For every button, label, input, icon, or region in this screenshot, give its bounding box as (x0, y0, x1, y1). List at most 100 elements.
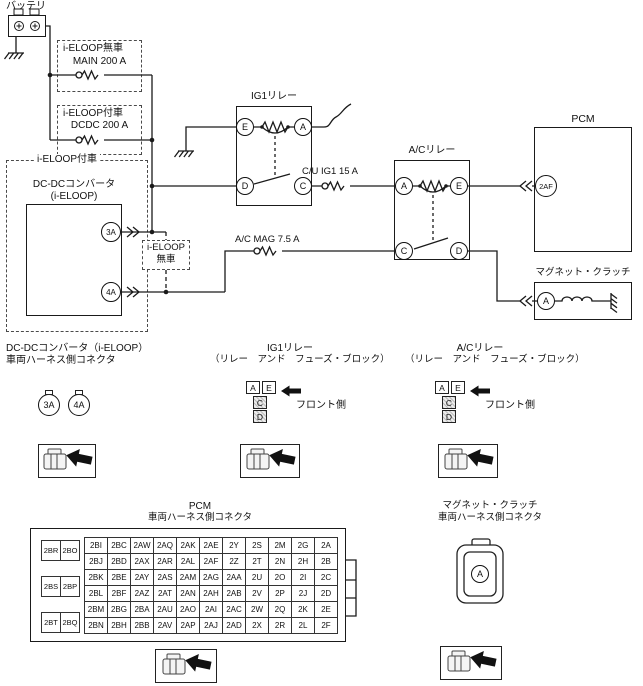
pcm-pin-2H: 2H (292, 554, 315, 570)
pcm-pin-2BO: 2BO (60, 540, 80, 561)
direction-arrow-icon (269, 448, 296, 467)
direction-arrow-icon (470, 650, 497, 669)
dcdc-pin-4a: 4A (68, 394, 90, 416)
connector-photo-icon (162, 653, 212, 675)
fuse-dcdc-name: DCDC 200 A (70, 120, 129, 131)
ig1-terminal-d: D (236, 177, 254, 195)
pcm-pin-2BP: 2BP (60, 576, 80, 597)
pcm-pin-2AE: 2AE (200, 538, 223, 554)
pcm-pin-2BC: 2BC (108, 538, 131, 554)
converter-name-line1: DC-DCコンバータ (32, 179, 116, 190)
ground-icon (3, 47, 25, 60)
pcm-pin-2K: 2K (292, 602, 315, 618)
pcm-pin-2AN: 2AN (177, 586, 200, 602)
pcm-pin-2AX: 2AX (131, 554, 154, 570)
ig1-view-pin-e: E (262, 381, 276, 394)
ig1-connector-photo-box (240, 444, 300, 478)
pcm-pin-2Z: 2Z (223, 554, 246, 570)
ac-terminal-c: C (395, 242, 413, 260)
pcm-pin-2T: 2T (246, 554, 269, 570)
fuse-icon (253, 246, 277, 256)
pcm-pin-2BH: 2BH (108, 618, 131, 634)
pcm-pin-2N: 2N (269, 554, 292, 570)
connector-photo-icon (246, 448, 296, 470)
ac-terminal-d: D (450, 242, 468, 260)
ac-front-label: フロント側 (485, 400, 535, 411)
clutch-view-pin-a: A (471, 565, 489, 583)
terminal-4a: 4A (101, 282, 121, 302)
bypass-line2: 無車 (156, 254, 176, 265)
ac-connector-photo-box (438, 444, 498, 478)
pcm-pin-2I: 2I (292, 570, 315, 586)
clutch-terminal-a: A (537, 292, 555, 310)
converter-name-line2: (i-ELOOP) (50, 191, 98, 202)
pcm-pin-2L: 2L (292, 618, 315, 634)
dcdc-view-title1: DC-DCコンバータ（i-ELOOP） (6, 343, 149, 354)
connector-key-notch (75, 390, 83, 395)
pcm-pin-2AO: 2AO (177, 602, 200, 618)
ig1-relay-label: IG1リレー (250, 91, 298, 102)
battery-label: バッテリ (6, 1, 46, 12)
ac-terminal-e: E (450, 177, 468, 195)
pcm-pin-2AL: 2AL (177, 554, 200, 570)
pcm-pin-2Y: 2Y (223, 538, 246, 554)
wire-continuation-icon (312, 103, 352, 128)
pcm-pin-2E: 2E (315, 602, 338, 618)
pcm-pin-2AR: 2AR (154, 554, 177, 570)
pcm-pin-2BQ: 2BQ (60, 612, 80, 633)
fuse-dcdc-variant: i-ELOOP付車 (63, 108, 124, 119)
clutch-view-title1: マグネット・クラッチ (442, 500, 538, 511)
pcm-pin-2AM: 2AM (177, 570, 200, 586)
pcm-pin-2BK: 2BK (85, 570, 108, 586)
dcdc-connector-photo-box (38, 444, 96, 478)
pcm-pin-2AG: 2AG (200, 570, 223, 586)
pcm-pin-2M: 2M (269, 538, 292, 554)
front-direction-arrow-icon (470, 385, 490, 397)
pcm-pin-2C: 2C (315, 570, 338, 586)
pcm-pin-2AH: 2AH (200, 586, 223, 602)
pcm-pin-2AA: 2AA (223, 570, 246, 586)
pcm-pin-2BT: 2BT (41, 612, 61, 633)
ig1-terminal-e: E (236, 118, 254, 136)
pcm-pin-2AU: 2AU (154, 602, 177, 618)
battery-box (8, 15, 46, 37)
pcm-pin-2AP: 2AP (177, 618, 200, 634)
connector-key-notch (45, 390, 53, 395)
pcm-label: PCM (571, 113, 595, 125)
ac-view-pin-e: E (451, 381, 465, 394)
terminal-2af: 2AF (535, 175, 557, 197)
clutch-view-title2: 車両ハーネス側コネクタ (437, 512, 543, 523)
connector-chevron-icon (519, 180, 533, 192)
ac-view-pin-c: C (442, 396, 456, 409)
ig1-terminal-c: C (294, 177, 312, 195)
front-direction-arrow-icon (281, 385, 301, 397)
pcm-pin-2BJ: 2BJ (85, 554, 108, 570)
pcm-pin-2BE: 2BE (108, 570, 131, 586)
direction-arrow-icon (185, 653, 212, 672)
pcm-pin-2AI: 2AI (200, 602, 223, 618)
pcm-pin-2BA: 2BA (131, 602, 154, 618)
pcm-pin-2S: 2S (246, 538, 269, 554)
pcm-pin-2BL: 2BL (85, 586, 108, 602)
ac-view-pin-d: D (442, 410, 456, 423)
ieloop-variant-label: i-ELOOP付車 (34, 154, 101, 166)
pcm-pin-2U: 2U (246, 570, 269, 586)
pcm-view-title1: PCM (188, 501, 212, 512)
pcm-pin-2AF: 2AF (200, 554, 223, 570)
pcm-pin-2BF: 2BF (108, 586, 131, 602)
connector-photo-icon (447, 650, 497, 672)
pcm-pin-2A: 2A (315, 538, 338, 554)
pcm-pin-2AW: 2AW (131, 538, 154, 554)
pcm-pin-2BM: 2BM (85, 602, 108, 618)
pcm-pin-2X: 2X (246, 618, 269, 634)
pcm-pin-2Q: 2Q (269, 602, 292, 618)
clutch-connector-photo-box (440, 646, 502, 680)
fuse-icon (321, 181, 345, 191)
direction-arrow-icon (66, 448, 93, 467)
fuse-cu-ig1-label: C/U IG1 15 A (302, 166, 358, 177)
pcm-pin-2AJ: 2AJ (200, 618, 223, 634)
